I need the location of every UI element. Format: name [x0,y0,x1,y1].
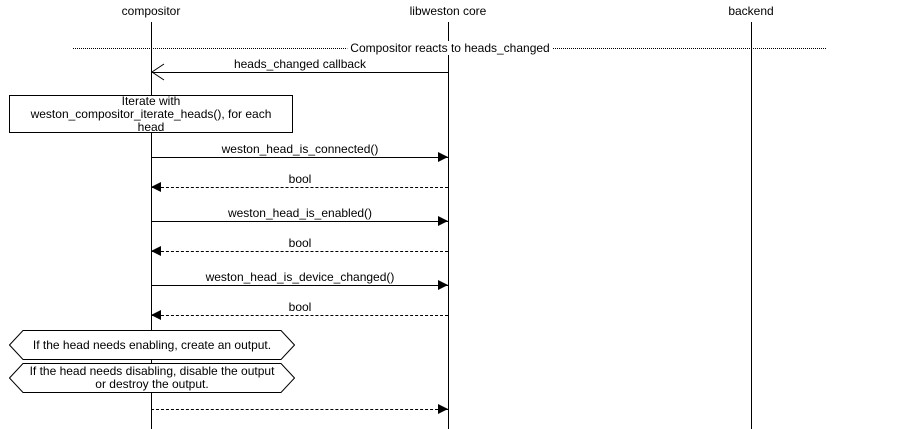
message-line-4 [151,251,448,252]
arrowhead-icon [151,182,161,192]
message-line-0 [151,72,448,73]
message-label-6: bool [286,300,314,314]
participant-label-libweston-core: libweston core [409,4,487,18]
lifeline-compositor [151,22,152,429]
lifeline-backend [751,22,752,429]
message-line-7 [151,409,448,410]
note-condition: If the head needs disabling, disable the… [9,363,295,393]
arrowhead-icon [151,246,161,256]
message-label-3: weston_head_is_enabled() [225,206,375,220]
note-box: Iterate with weston_compositor_iterate_h… [9,94,293,133]
message-label-0: heads_changed callback [231,57,369,71]
message-label-1: weston_head_is_connected() [219,142,381,156]
message-line-6 [151,315,448,316]
divider-label: Compositor reacts to heads_changed [347,41,553,55]
message-line-5 [151,285,448,286]
message-label-5: weston_head_is_device_changed() [203,270,397,284]
arrowhead-icon [151,310,161,320]
arrowhead-icon [438,280,448,290]
arrowhead-icon [438,404,448,414]
message-line-2 [151,187,448,188]
arrowhead-icon [151,63,165,86]
note-condition: If the head needs enabling, create an ou… [9,330,295,360]
message-line-3 [151,221,448,222]
message-line-1 [151,157,448,158]
arrowhead-icon [438,152,448,162]
note-condition-text: If the head needs disabling, disable the… [29,364,275,391]
message-label-4: bool [286,236,314,250]
message-label-2: bool [286,172,314,186]
arrowhead-icon [438,216,448,226]
participant-label-backend: backend [728,4,774,18]
lifeline-libweston-core [448,22,449,429]
participant-label-compositor: compositor [121,4,181,18]
note-condition-text: If the head needs enabling, create an ou… [32,337,272,352]
